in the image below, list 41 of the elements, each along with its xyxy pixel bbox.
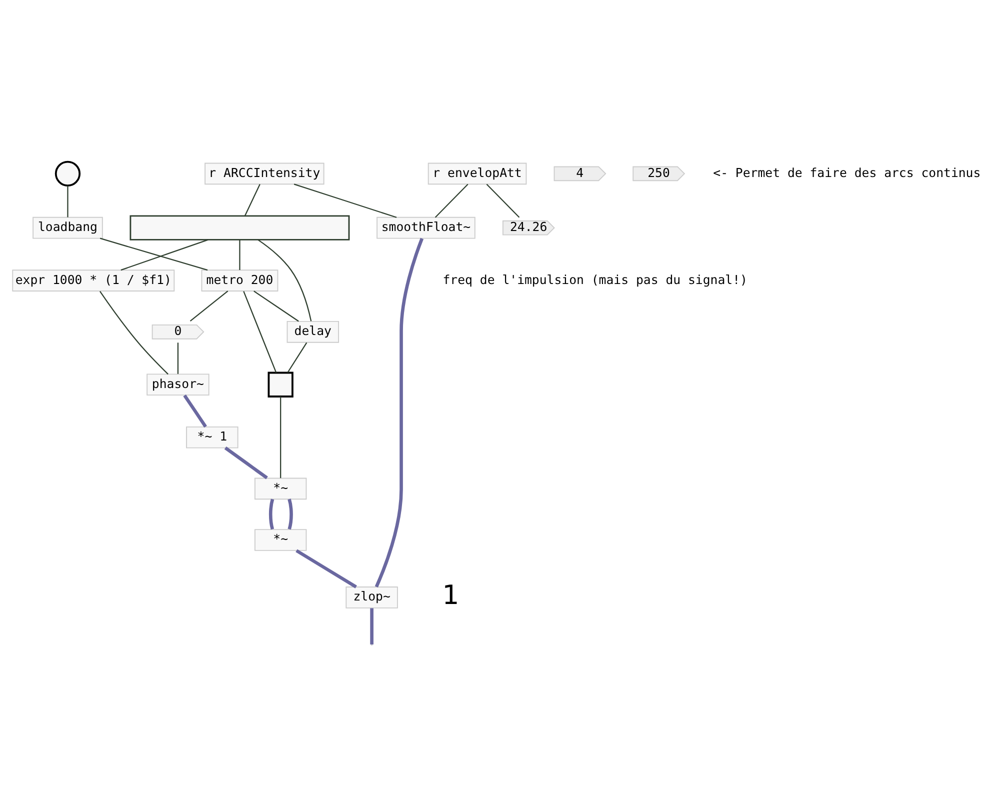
connector — [268, 498, 274, 530]
connector — [280, 396, 282, 478]
node-box: metro 200 — [201, 269, 278, 291]
label: <- Permet de faire des arcs continus — [713, 165, 981, 180]
node-box: *~ 1 — [186, 426, 238, 448]
label: 1 — [442, 580, 460, 611]
node-box: *~ — [254, 528, 307, 550]
node-circle — [54, 160, 81, 186]
node-box: loadbang — [32, 216, 103, 238]
node-box: delay — [286, 320, 340, 342]
connector — [183, 394, 207, 428]
connector — [190, 290, 228, 322]
connector — [120, 238, 208, 270]
node-box — [268, 371, 294, 397]
connector — [288, 498, 293, 530]
connector — [243, 290, 277, 372]
connector — [239, 239, 240, 270]
node-box: smoothFloat~ — [376, 216, 476, 238]
node-box: r envelopAtt — [428, 162, 527, 184]
connector — [177, 342, 179, 374]
node-box: phasor~ — [146, 373, 210, 396]
connector — [287, 342, 308, 372]
connector — [374, 237, 424, 587]
node-bar — [130, 214, 350, 240]
node-box: r ARCCIntensity — [204, 162, 324, 184]
node-box: zlop~ — [346, 586, 398, 608]
node-box: expr 1000 * (1 / $f1) — [12, 269, 175, 291]
connector — [258, 238, 312, 321]
connector — [294, 183, 397, 218]
connector — [67, 185, 68, 217]
connector — [486, 183, 520, 218]
connector — [100, 237, 208, 270]
label: freq de l'impulsion (mais pas du signal!) — [442, 272, 748, 286]
connector — [296, 548, 357, 588]
connector — [254, 290, 299, 322]
connector — [100, 290, 168, 374]
connector — [370, 608, 374, 644]
connector — [244, 183, 260, 216]
node-box: *~ — [254, 477, 307, 500]
connector — [434, 183, 468, 218]
connector — [224, 446, 268, 479]
